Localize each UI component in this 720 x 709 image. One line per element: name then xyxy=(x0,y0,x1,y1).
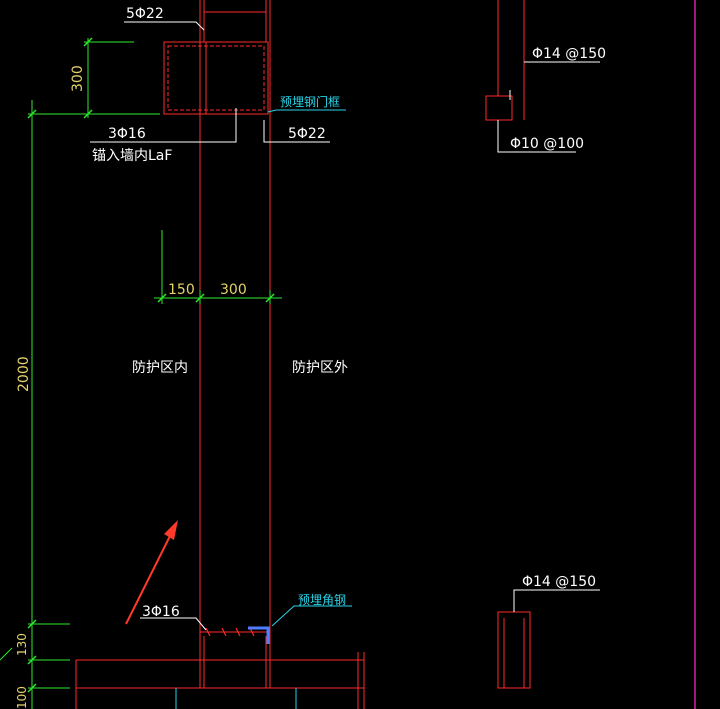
rebar-phi10-100-label: Φ10 @100 xyxy=(510,136,584,152)
dim-300-vertical-label: 300 xyxy=(70,65,86,92)
dimension-ticks xyxy=(27,37,275,693)
dim-150-label: 150 xyxy=(168,282,195,298)
dim-100-label: 100 xyxy=(15,686,29,709)
red-arrow xyxy=(125,520,178,625)
embedded-door-frame-label: 预埋钢门框 xyxy=(280,94,340,109)
dim-300-horizontal-label: 300 xyxy=(220,282,247,298)
anchor-note-label: 锚入墙内LaF xyxy=(92,148,172,164)
embedded-angle-shape xyxy=(248,626,270,644)
right-bottom-leader xyxy=(513,589,600,612)
right-top-column xyxy=(485,0,525,132)
dim-2000-label: 2000 xyxy=(16,356,32,392)
right-top-leaders xyxy=(497,61,600,153)
right-bottom-column xyxy=(497,611,531,689)
embedded-angle-label: 预埋角钢 xyxy=(298,593,346,607)
rebar-5phi22-top-label: 5Φ22 xyxy=(126,6,164,22)
foundation-lines xyxy=(175,688,297,709)
inside-zone-label: 防护区内 xyxy=(132,360,188,376)
wall-section xyxy=(75,0,365,709)
rebar-3phi16-top-label: 3Φ16 xyxy=(108,126,146,142)
rebar-5phi22-side-label: 5Φ22 xyxy=(288,126,326,142)
rebar-phi14-150-bottom-label: Φ14 @150 xyxy=(522,574,596,590)
outside-zone-label: 防护区外 xyxy=(292,360,348,376)
leader-lines xyxy=(90,21,330,631)
cyan-leaders xyxy=(267,109,352,627)
rebar-phi14-150-top-label: Φ14 @150 xyxy=(532,46,606,62)
dimension-lines xyxy=(0,38,282,709)
rebar-3phi16-bottom-label: 3Φ16 xyxy=(142,604,180,620)
dim-130-label: 130 xyxy=(15,633,29,656)
